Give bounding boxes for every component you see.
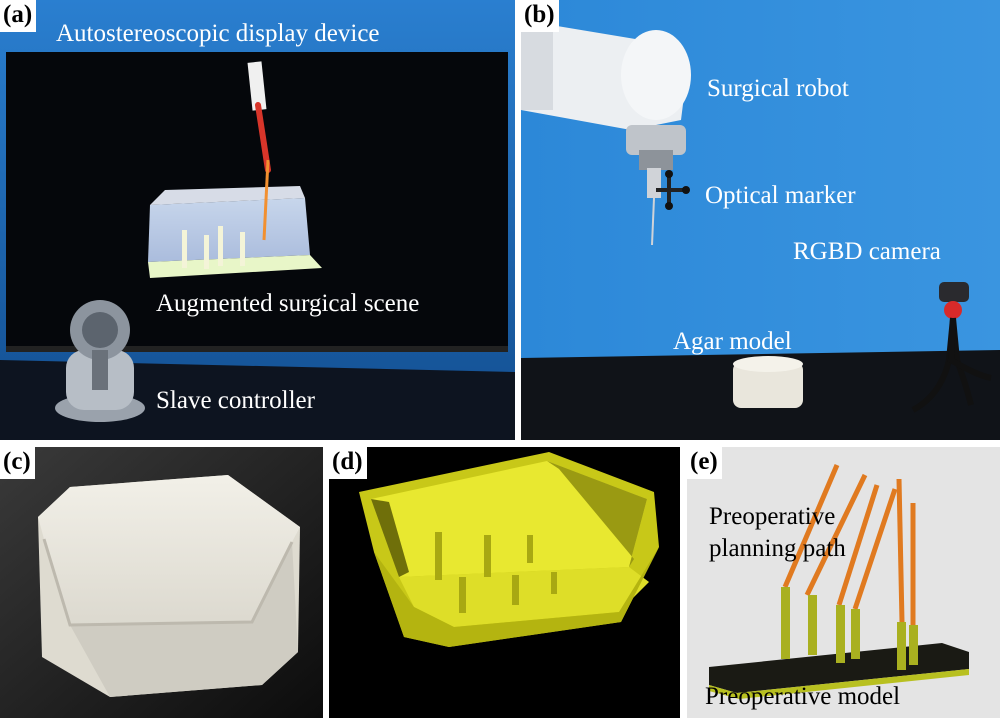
panel-3d-model-render: (d) <box>329 447 680 718</box>
panel-tag-b: (b) <box>521 0 559 32</box>
panel-tag-c: (c) <box>0 447 35 479</box>
agar-model-illustration <box>0 447 323 718</box>
panel-agar-model-photo: (c) <box>0 447 323 718</box>
label-surgical-robot: Surgical robot <box>707 75 849 102</box>
label-slave-controller: Slave controller <box>156 387 315 414</box>
label-planning-path-line1: Preoperative <box>709 503 836 530</box>
panel-tag-d: (d) <box>329 447 367 479</box>
label-preoperative-model: Preoperative model <box>705 683 901 710</box>
display-scene-illustration <box>0 0 515 440</box>
label-display-device: Autostereoscopic display device <box>56 20 380 47</box>
label-planning-path-line2: planning path <box>709 535 846 562</box>
panel-autostereoscopic-display: (a) Autostereoscopic display device Augm… <box>0 0 515 440</box>
panel-preoperative-planning: (e) Preoperative planning path Preoperat… <box>687 447 1000 718</box>
planning-path-illustration <box>687 447 1000 718</box>
yellow-model-illustration <box>329 447 680 718</box>
panel-surgical-robot: (b) Surgical robot Optical marker RGBD c… <box>521 0 1000 440</box>
label-optical-marker: Optical marker <box>705 182 856 209</box>
label-agar-model: Agar model <box>673 328 792 355</box>
panel-tag-a: (a) <box>0 0 37 32</box>
label-rgbd-camera: RGBD camera <box>793 238 941 265</box>
robot-scene-illustration <box>521 0 1000 440</box>
label-augmented-scene: Augmented surgical scene <box>156 290 420 317</box>
panel-tag-e: (e) <box>687 447 722 479</box>
